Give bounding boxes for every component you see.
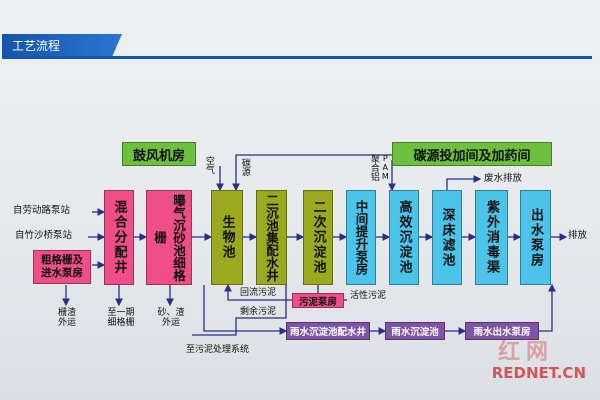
high-efficiency-clarifier: 高效沉淀池 (389, 190, 419, 285)
rain-clarifier: 雨水沉淀池 (385, 322, 445, 340)
mixing-well: 混合分配井 (104, 190, 134, 285)
label-discharge: 排放 (568, 230, 588, 241)
arrow-rainpump-to-outpump (539, 283, 556, 332)
arrow-excess-sludge (192, 285, 287, 336)
label-return-sludge: 回流污泥 (240, 288, 277, 298)
label-screen-out: 栅渣外运 (57, 308, 76, 328)
rain-clarifier-distribution-well: 雨水沉淀池配水井 (286, 322, 370, 340)
fine-screen-grit-chamber: 曝气沉砂池细格栅 (146, 190, 192, 285)
label-to-phase1: 至一期细格栅 (107, 308, 135, 328)
bio-tank: 生物池 (211, 190, 243, 285)
label-pam: PAM (380, 154, 390, 181)
intermediate-lift-pump-room: 中间提升泵房 (346, 190, 376, 285)
label-air: 空气 (203, 156, 214, 174)
label-to-sludge-system: 至污泥处理系统 (186, 345, 250, 355)
input-zhusha: 自竹沙桥泵站 (15, 230, 73, 241)
arrow-backwash (446, 175, 482, 190)
arrow-carbon-source (232, 154, 392, 192)
fine-screen-label: 曝气沉砂池细格栅 (152, 193, 186, 282)
label-carbon-source: 碳源 (239, 158, 250, 176)
deep-bed-filter: 深床滤池 (432, 190, 462, 285)
uv-disinfection-channel: 紫外消毒渠 (475, 190, 508, 285)
watermark-cn: 红网 (497, 340, 554, 365)
label-backwash: 废水排放 (484, 173, 523, 184)
label-pac: 聚合铝 (368, 154, 379, 181)
rain-effluent-pump-room: 雨水出水泵房 (465, 322, 539, 340)
input-laodong: 自劳动路泵站 (13, 205, 71, 216)
section-title: 工艺流程 (2, 34, 122, 56)
arrow-bypass-to-rain (203, 285, 288, 335)
watermark-en: REDNET.CN (491, 364, 586, 382)
sludge-pump-room: 污泥泵房 (292, 293, 344, 308)
secondary-clarifier: 二次沉淀池 (303, 190, 333, 285)
label-active-sludge: 活性污泥 (350, 291, 387, 301)
carbon-dosing-room: 碳源投加间及加药间 (392, 142, 552, 166)
coarse-screen-pump-room: 粗格栅及进水泵房 (33, 250, 91, 284)
blower-room: 鼓风机房 (122, 142, 196, 166)
label-excess-sludge: 剩余污泥 (240, 307, 277, 317)
label-grit-out: 砂、渣外运 (157, 308, 185, 328)
sec-clarifier-distribution-well: 二沉池集配水井 (256, 190, 287, 285)
effluent-pump-room: 出水泵房 (520, 190, 551, 285)
title-underline (2, 56, 592, 59)
